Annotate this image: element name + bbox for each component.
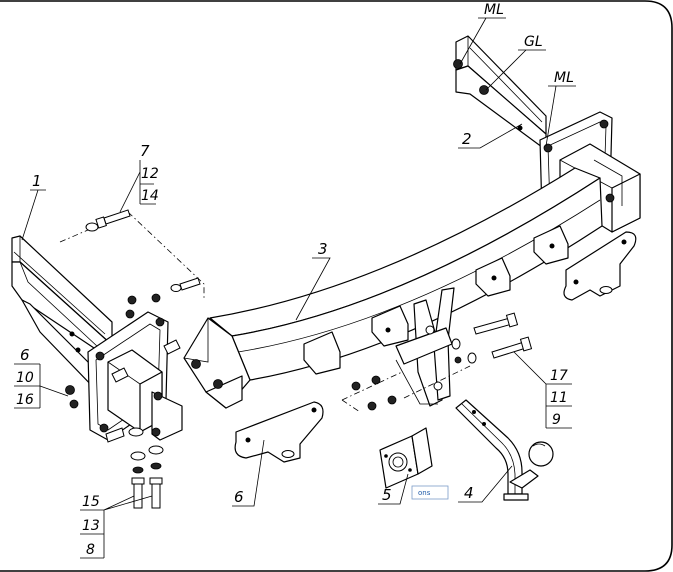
callout-8: 8 [86,542,95,558]
code-ml-right: ML [554,70,574,86]
leader-lines [14,17,576,559]
callout-labels: 1 7 12 14 6 10 16 15 13 8 6 5 4 3 2 ML G… [16,2,574,558]
callout-13: 13 [82,518,100,534]
fasteners-right [473,312,533,359]
code-gl: GL [524,34,543,50]
callout-14: 14 [141,188,159,204]
callout-15: 15 [82,494,100,510]
socket-bracket [379,427,433,489]
hitch-plate [395,287,455,407]
reinforcement-bracket-right [563,231,637,301]
callout-2: 2 [462,130,472,148]
callout-17: 17 [550,368,568,384]
callout-7: 7 [140,142,150,160]
fasteners-left-top [59,209,205,319]
left-mounting-bracket [11,235,183,441]
reinforcement-bracket-bottom [234,401,324,463]
callout-4: 4 [464,484,474,502]
callout-6-left: 6 [20,346,30,364]
callout-1: 1 [32,172,42,190]
fasteners-bottom [130,445,164,509]
code-ml-top: ML [484,2,504,18]
callout-6-bottom: 6 [234,488,244,506]
fasteners-centre [341,338,477,413]
callout-12: 12 [141,166,159,182]
callout-10: 10 [16,370,34,386]
tow-ball-arm [455,399,554,501]
callout-3: 3 [318,240,328,258]
callout-16: 16 [16,392,34,408]
cross-beam [183,167,603,409]
callout-9: 9 [552,412,561,428]
callout-11: 11 [550,390,568,406]
selection-badge[interactable]: ons [411,485,449,500]
badge-label: ons [418,489,431,497]
fasteners-left-plate [65,339,181,443]
callout-5: 5 [382,486,392,504]
